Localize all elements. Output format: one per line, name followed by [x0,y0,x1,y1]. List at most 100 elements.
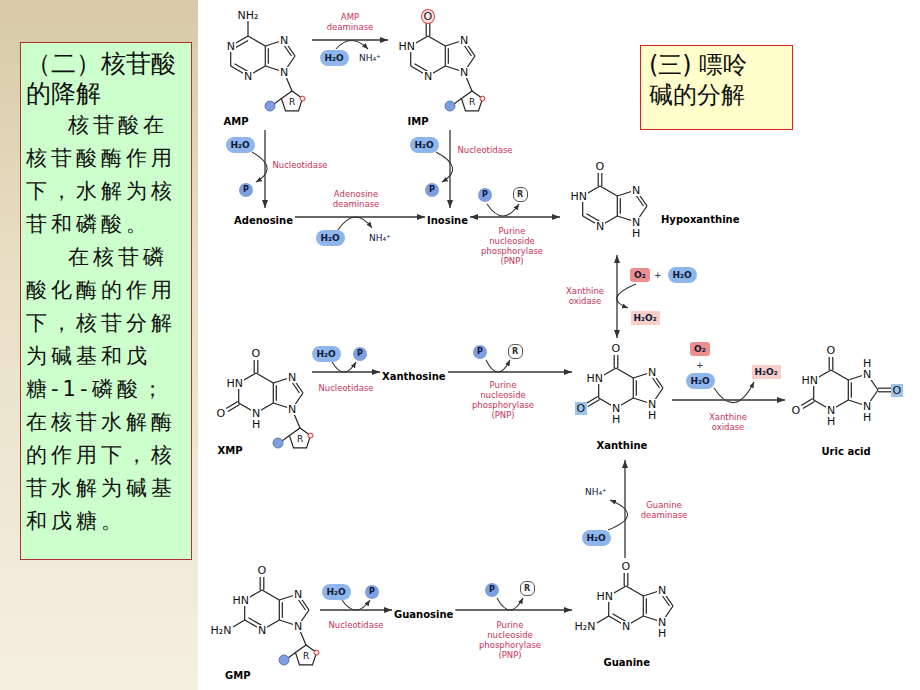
compound-name-box: Inosine [425,208,470,229]
compound-name: IMP [408,116,429,128]
section-heading-box: (三) 嘌呤碱的分解 [640,45,793,130]
curved-arrow [497,598,523,610]
compound-name: Xanthosine [382,371,446,382]
atom-label: N [257,625,267,636]
structure-drawing [212,4,312,130]
reactant-label: + [695,359,705,371]
bond-line [831,370,848,380]
ribose-ring [462,91,483,111]
bond-line [257,360,258,373]
structure-drawing [388,4,488,130]
atom-label: N [621,621,631,632]
compound-name-box: Guanosine [392,602,455,623]
bond-line [228,405,240,412]
reactant-label: NH₄⁺ [368,232,392,244]
atom-label: N [862,369,872,380]
atom-label: N [226,41,236,52]
reactant-label: + [653,269,663,281]
atom-label: O [575,402,588,415]
bond-line [247,21,248,36]
reaction-arrow [448,371,572,372]
atom-label: N [243,71,253,82]
curved-arrow [486,360,510,372]
atom-label: HN [226,378,245,389]
water-molecule: H₂O [410,137,439,153]
ring-oxygen [314,650,319,655]
bond-line [851,382,852,398]
enzyme-label: Xanthine oxidase [704,412,752,432]
compound-name-box: Xanthosine [380,364,448,385]
bond-line [268,48,269,64]
bond-line [620,198,621,214]
bond-line [829,357,830,370]
panel-heading: （二）核苷酸的降解 [26,49,186,109]
atom-label: R [297,435,303,444]
enzyme-label: Nucleotidase [315,383,377,393]
atom-label: HN [398,41,417,52]
compound-name: Inosine [427,215,468,226]
curved-arrow [332,362,356,372]
atom-label: O [791,405,802,416]
atom-label: H [251,419,261,430]
description-panel: （二）核苷酸的降解核苷酸在核苷酸酶作用下，水解为核苷和磷酸。在核苷磷酸化酶的作用… [20,42,192,560]
bond-line [848,380,849,400]
enzyme-label: Purine nucleoside phosphorylase (PNP) [478,226,546,266]
compound-structure: IMPOHNNNNR [388,4,488,130]
structure-drawing [560,158,760,255]
enzyme-label: Nucleotidase [270,160,330,170]
atom-label: N [657,585,667,596]
curved-arrow [338,217,372,230]
ring-oxygen [308,433,313,438]
compound-name: XMP [218,445,243,457]
atom-label: O [251,348,262,359]
bond-line [626,586,643,596]
atom-label: H [862,412,872,423]
bond-line [263,577,264,590]
phosphate-ball: P [365,585,379,599]
atom-label: O [257,565,268,576]
bond-line [273,383,274,403]
atom-label: H [611,414,621,425]
bond-line [636,380,637,396]
atom-label: N [423,71,433,82]
atom-label: H [862,358,872,369]
reactant-label: NH₄⁺ [584,486,608,498]
atom-label: H₂N [210,625,233,636]
enzyme-label: AMP deaminase [322,12,378,32]
bond-line [633,378,634,398]
atom-label: H [826,416,836,427]
bond-line [233,620,245,627]
bond-line [597,616,609,623]
atom-label: N [293,621,303,632]
reactant-label: O₂ [630,268,650,282]
figure-panel [198,0,920,690]
phosphate-ball [265,101,275,111]
atom-label: H [631,228,641,239]
atom-label: N [631,217,641,228]
compound-structure: GuanineOHNH₂NNNNH [572,558,682,676]
enzyme-label: Purine nucleoside phosphorylase (PNP) [476,620,544,660]
reaction-arrow [312,39,388,40]
reaction-arrow [616,255,617,338]
atom-label: N [287,372,297,383]
atom-label: N [595,221,605,232]
bond-line [282,436,290,441]
compound-structure: XanthineOHNONHNNH [572,338,672,460]
phosphate-ball [273,438,283,448]
bond-line [801,398,813,405]
bond-line [454,99,462,104]
curved-arrow [617,284,636,308]
compound-name: Hypoxanthine [661,214,739,226]
atom-label: N [631,185,641,196]
enzyme-label: Xanthine oxidase [563,286,607,306]
atom-label: HN [801,375,820,386]
bond-line [426,23,427,36]
ribose-ring [296,645,317,665]
water-molecule: H₂O [582,530,611,546]
compound-structure: HypoxanthineOHNNNNH [560,158,760,255]
bond-line [274,99,282,104]
atom-label: HN [596,591,615,602]
reactant-label: H₂O₂ [752,365,781,379]
bond-line [288,653,296,658]
bond-line [627,573,628,586]
